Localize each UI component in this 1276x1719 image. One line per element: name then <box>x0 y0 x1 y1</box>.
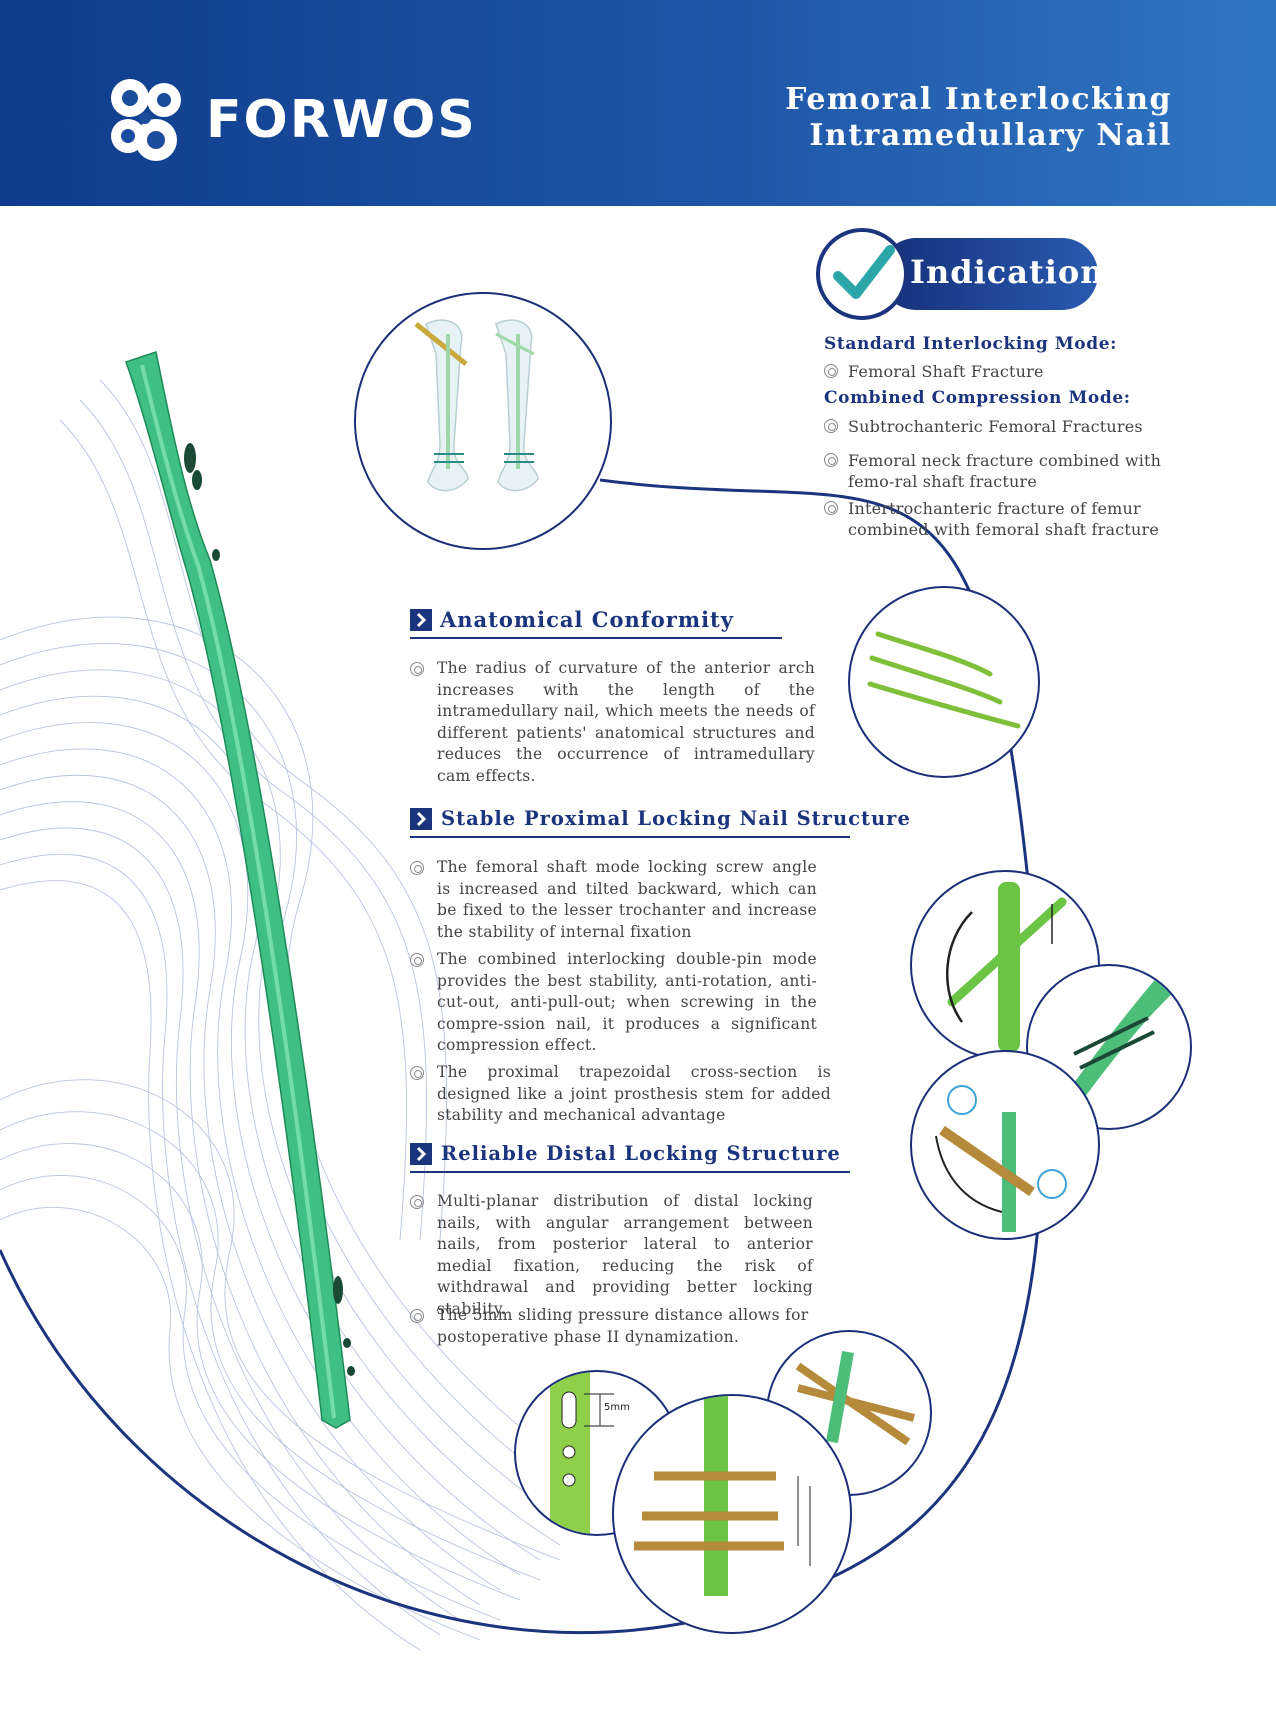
combined-mode-heading: Combined Compression Mode: <box>824 388 1131 408</box>
circle-bullet-icon <box>824 453 838 467</box>
circle-bullet-icon <box>824 501 838 515</box>
checkmark-icon <box>833 245 895 299</box>
standard-mode-heading: Standard Interlocking Mode: <box>824 334 1117 354</box>
circle-bullet-icon <box>824 419 838 433</box>
circle-bullet-icon <box>824 364 838 378</box>
femur-bone-photo <box>354 292 612 550</box>
section-paragraph: The radius of curvature of the anterior … <box>437 659 815 785</box>
brand-name: FORWOS <box>206 90 477 150</box>
header-banner: FORWOS Femoral Interlocking Intramedulla… <box>0 0 1276 206</box>
circle-bullet-icon <box>410 1066 424 1080</box>
compression-nail-photo <box>910 1050 1100 1240</box>
indications-check-badge <box>816 228 908 320</box>
intramedullary-nail-illustration <box>125 351 355 1429</box>
chevron-right-icon <box>410 1143 432 1165</box>
circle-bullet-icon <box>410 953 424 967</box>
indication-item: Intertrochanteric fracture of femur comb… <box>824 498 1204 540</box>
section-paragraph: Multi-planar distribution of distal lock… <box>437 1192 813 1318</box>
chevron-right-icon <box>410 808 432 830</box>
forwos-logo-icon <box>111 79 181 161</box>
nail-lengths-photo <box>848 586 1040 778</box>
circle-bullet-icon <box>410 1195 424 1209</box>
indications-title-pill <box>880 238 1098 310</box>
section-divider <box>410 637 782 639</box>
circle-bullet-icon <box>410 662 424 676</box>
circle-bullet-icon <box>410 861 424 875</box>
circle-bullet-icon <box>410 1309 424 1323</box>
chevron-right-icon <box>410 609 432 631</box>
section-paragraph: The combined interlocking double-pin mod… <box>437 950 817 1054</box>
indication-item: Femoral neck fracture combined with femo… <box>824 450 1194 492</box>
section-title-distal: Reliable Distal Locking Structure <box>441 1142 841 1165</box>
section-paragraph: The proximal trapezoidal cross-section i… <box>437 1063 831 1124</box>
page-title-line-2: Intramedullary Nail <box>809 118 1172 153</box>
section-divider <box>410 1171 850 1173</box>
indications-title: Indications <box>910 253 1124 291</box>
slot-dimension-label: 5mm <box>604 1402 630 1413</box>
section-paragraph: The 5mm sliding pressure distance allows… <box>437 1306 809 1346</box>
page-title-line-1: Femoral Interlocking <box>785 82 1172 117</box>
indication-item: Femoral Shaft Fracture <box>824 361 1204 382</box>
section-title-anatomical: Anatomical Conformity <box>440 607 734 632</box>
section-title-proximal: Stable Proximal Locking Nail Structure <box>441 807 911 830</box>
section-paragraph: The femoral shaft mode locking screw ang… <box>437 858 817 941</box>
distal-locking-screws-photo <box>612 1394 852 1634</box>
indication-item: Subtrochanteric Femoral Fractures <box>824 416 1204 437</box>
large-arc-line <box>0 478 1044 1634</box>
section-divider <box>410 836 850 838</box>
